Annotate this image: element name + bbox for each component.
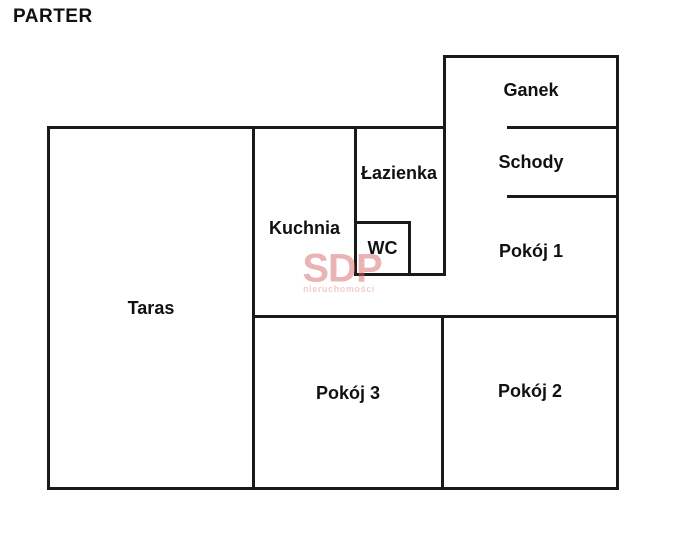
room-lazienka: Łazienka	[357, 129, 441, 221]
page-title: PARTER	[13, 6, 93, 27]
wall-middle-horizontal	[252, 315, 619, 318]
room-label-schody: Schody	[498, 151, 564, 172]
room-label-pokoj2: Pokój 2	[497, 381, 563, 401]
wall-wc-top	[354, 221, 411, 224]
wall-taras-divider	[252, 126, 255, 490]
room-taras: Taras	[50, 129, 252, 487]
wall-building-right	[616, 55, 619, 490]
wall-kuchnia-lazienka-divider	[354, 126, 357, 276]
room-label-pokoj1: Pokój 1	[498, 241, 564, 261]
room-label-pokoj3: Pokój 3	[315, 383, 381, 403]
room-label-lazienka: Łazienka	[360, 162, 438, 183]
wall-wc-right	[408, 221, 411, 276]
wall-schody-pokoj1-divider	[507, 195, 619, 198]
wall-ganek-schody-divider	[507, 126, 619, 129]
room-label-taras: Taras	[127, 297, 175, 318]
wall-pokoj3-pokoj2-divider	[441, 315, 444, 490]
room-schody: Schody	[446, 129, 616, 195]
room-pokoj3: Pokój 3	[255, 318, 441, 487]
room-pokoj1: Pokój 1	[446, 198, 616, 315]
wall-extension-left	[443, 55, 446, 276]
room-pokoj2: Pokój 2	[444, 318, 616, 487]
wall-building-left	[47, 126, 50, 490]
room-kuchnia: Kuchnia	[255, 129, 354, 315]
room-ganek: Ganek	[446, 58, 616, 126]
wall-building-top	[47, 126, 446, 129]
wall-building-bottom	[47, 487, 619, 490]
room-label-ganek: Ganek	[503, 79, 559, 100]
wall-wc-corridor-bottom	[354, 273, 446, 276]
room-wc: WC	[357, 224, 408, 273]
wall-ganek-top	[443, 55, 619, 58]
room-label-kuchnia: Kuchnia	[268, 218, 340, 238]
room-label-wc: WC	[367, 238, 398, 258]
